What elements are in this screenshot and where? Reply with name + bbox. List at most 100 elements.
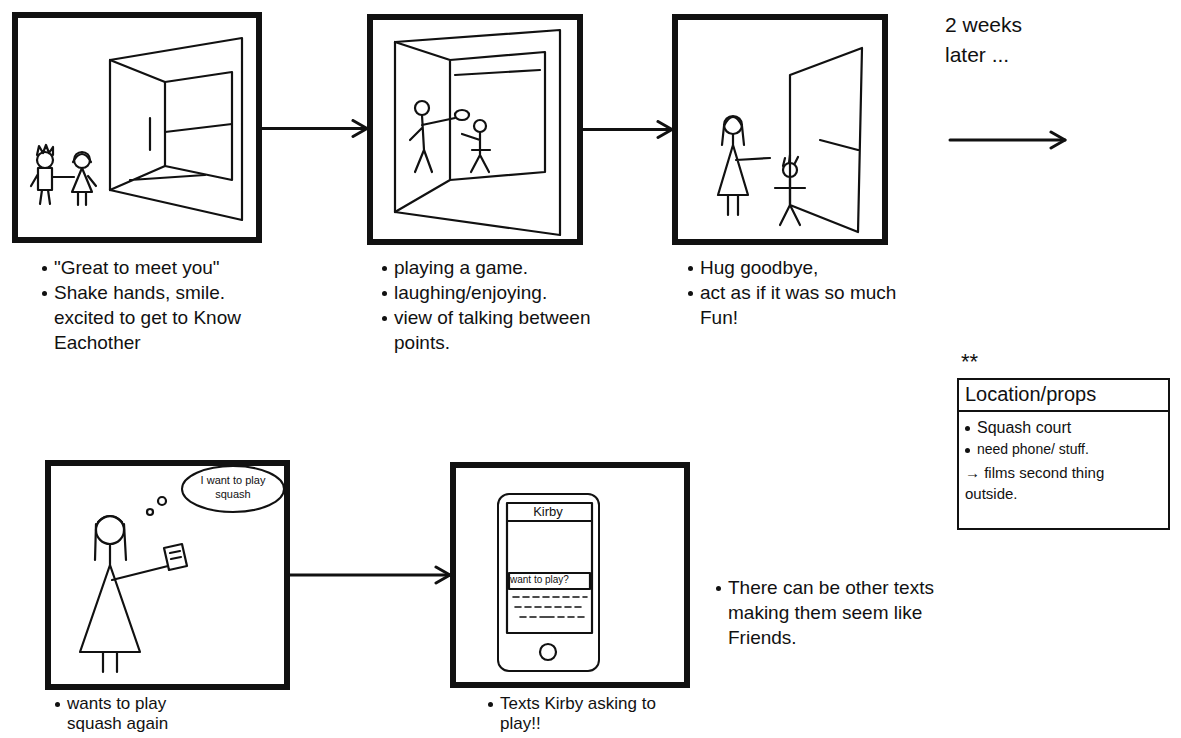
panel-caption: playing a game.laughing/enjoying.view of… xyxy=(382,255,597,355)
storyboard-panel: "Great to meet you"Shake hands, smile. e… xyxy=(12,12,262,243)
text-row: want to play? xyxy=(510,574,588,586)
racket xyxy=(455,110,469,120)
caption-text: Hug goodbye, xyxy=(700,255,900,280)
bullet-dot xyxy=(42,291,47,296)
caption-text: Squash court xyxy=(977,417,1165,438)
phone-outline: Kirby want to play? xyxy=(497,493,600,672)
flow-arrow xyxy=(583,128,672,131)
text-row: need phone/ stuff. xyxy=(965,440,1165,459)
head xyxy=(37,152,53,168)
time-skip-arrow xyxy=(950,139,1065,142)
text-row: "Great to meet you" xyxy=(42,255,274,280)
text-row: ** xyxy=(961,350,1021,374)
text-row: playing a game. xyxy=(382,255,597,280)
bullet-dot xyxy=(382,316,387,321)
caption-text: ** xyxy=(961,350,1021,374)
court-frame xyxy=(110,38,242,220)
text-row: view of talking between points. xyxy=(382,305,597,355)
text-row: act as if it was so much Fun! xyxy=(688,280,900,330)
keyboard-keys xyxy=(513,597,587,617)
caption-text: 2 weeks later ... xyxy=(945,10,1050,70)
player-body xyxy=(462,132,490,172)
bubble-ellipse xyxy=(182,466,284,512)
storyboard-panel: Texts Kirby asking to play!!Kirbywant to… xyxy=(450,462,690,688)
girl-body xyxy=(52,168,96,205)
caption-text: want to play? xyxy=(510,574,588,586)
girl-body xyxy=(718,134,770,215)
court-lines xyxy=(110,60,232,190)
caption-text: playing a game. xyxy=(394,255,597,280)
bullet-dot xyxy=(688,291,693,296)
head xyxy=(415,101,429,115)
boy-body xyxy=(775,177,805,225)
bullet-dot xyxy=(382,266,387,271)
screen-header-line xyxy=(507,520,592,522)
bullet-dot xyxy=(965,448,970,453)
sketch-lines xyxy=(31,30,1065,672)
phone-in-hand xyxy=(164,544,187,570)
caption-text: → films second thing outside. xyxy=(965,462,1130,504)
caption-text: I want to play squash xyxy=(186,473,280,501)
bullet-dot xyxy=(55,702,60,707)
storyboard-panel: Hug goodbye,act as if it was so much Fun… xyxy=(672,14,888,245)
thought-dot xyxy=(158,497,166,505)
caption-text: laughing/enjoying. xyxy=(394,280,597,305)
bullet-dot xyxy=(382,291,387,296)
bullet-dot xyxy=(42,266,47,271)
heading-rule xyxy=(959,410,1168,412)
panel-caption: Texts Kirby asking to play!! xyxy=(488,694,688,734)
text-row: laughing/enjoying. xyxy=(382,280,597,305)
text-row: There can be other texts making them see… xyxy=(716,575,956,650)
home-button xyxy=(540,644,556,660)
text-row: → films second thing outside. xyxy=(965,462,1130,504)
bullet-dot xyxy=(488,702,493,707)
spiky-hair xyxy=(37,145,53,155)
storyboard-panel: wants to play squash againI want to play… xyxy=(45,460,290,690)
flow-arrow xyxy=(262,127,367,130)
text-row: Shake hands, smile. excited to get to Kn… xyxy=(42,280,274,355)
caption-text: Location/props xyxy=(965,382,1165,406)
caption-text: view of talking between points. xyxy=(394,305,597,355)
panel-caption: wants to play squash again xyxy=(55,694,220,734)
caption-text: "Great to meet you" xyxy=(54,255,274,280)
text-row: wants to play squash again xyxy=(55,694,220,734)
girl-hair xyxy=(73,154,91,162)
court-frame xyxy=(790,48,862,232)
caption-text: Kirby xyxy=(507,504,589,520)
caption-text: Texts Kirby asking to play!! xyxy=(500,694,688,734)
panel-caption: "Great to meet you"Shake hands, smile. e… xyxy=(42,255,274,355)
caption-text: wants to play squash again xyxy=(67,694,220,734)
text-row: Kirby xyxy=(507,504,589,520)
panel-caption: Hug goodbye,act as if it was so much Fun… xyxy=(688,255,900,330)
storyboard-panel: playing a game.laughing/enjoying.view of… xyxy=(367,14,583,245)
court-frame xyxy=(395,30,560,235)
text-row: Hug goodbye, xyxy=(688,255,900,280)
head xyxy=(74,152,90,168)
thought-bubble: I want to play squash xyxy=(180,464,286,514)
thought-dot xyxy=(147,509,153,515)
head xyxy=(474,120,486,132)
boy-body xyxy=(31,168,52,204)
caption-text: Shake hands, smile. excited to get to Kn… xyxy=(54,280,274,355)
head xyxy=(724,116,742,134)
text-row: 2 weeks later ... xyxy=(945,10,1050,70)
court-back-wall xyxy=(395,42,545,212)
text-row: I want to play squash xyxy=(186,473,280,501)
caption-text: need phone/ stuff. xyxy=(977,440,1165,459)
bullet-dot xyxy=(965,426,970,431)
caption-text: act as if it was so much Fun! xyxy=(700,280,900,330)
bullet-dot xyxy=(716,586,721,591)
caption-text: There can be other texts making them see… xyxy=(728,575,956,650)
spiky-hair xyxy=(783,155,798,166)
text-row: Location/props xyxy=(965,382,1165,406)
text-row: Texts Kirby asking to play!! xyxy=(488,694,688,734)
player-body xyxy=(410,115,455,172)
message-field xyxy=(509,573,590,589)
phone-screen xyxy=(507,503,592,633)
girl-body xyxy=(80,544,168,672)
text-row: Squash court xyxy=(965,417,1165,438)
head xyxy=(783,163,797,177)
